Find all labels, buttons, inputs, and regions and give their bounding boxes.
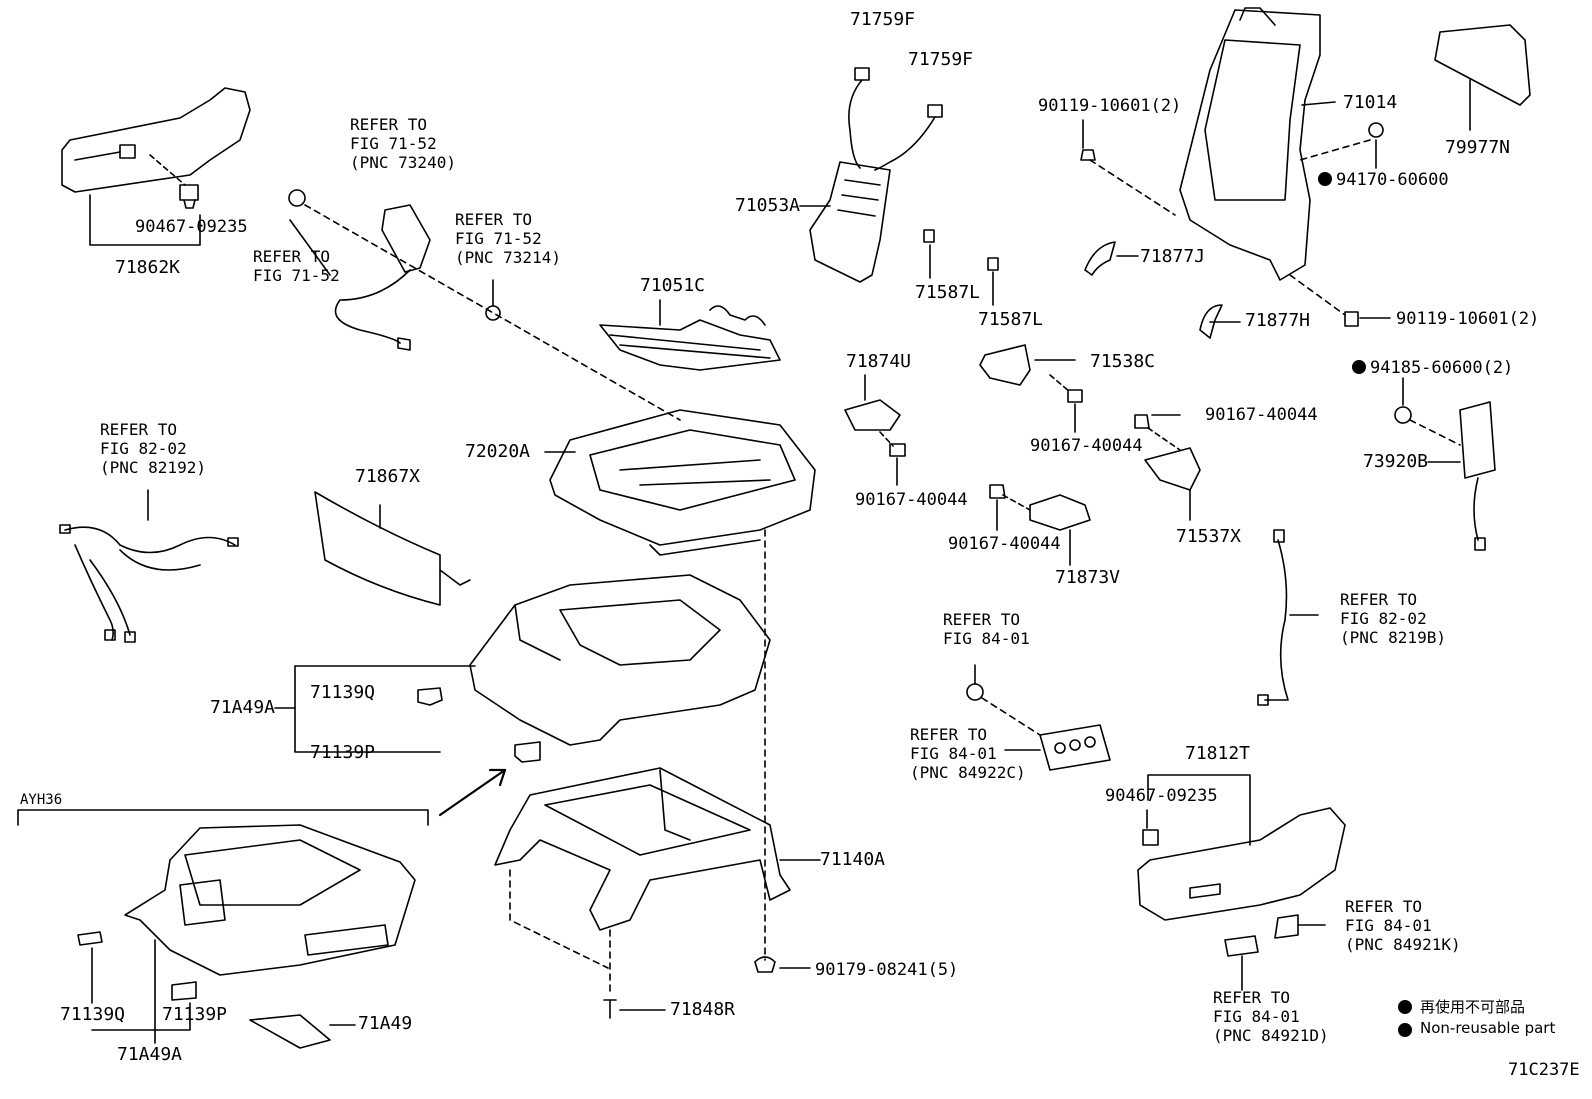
clip-90467-top [179, 184, 199, 209]
part-73920B-shape [1459, 401, 1496, 551]
label-71139Q-main: 71139Q [310, 682, 376, 703]
label-94185: 94185-60600(2) [1370, 358, 1514, 378]
part-71051C-shape [599, 305, 781, 371]
ref-note-73214: REFER TO FIG 71-52 (PNC 73214) [455, 210, 561, 267]
ref-note-84-01: REFER TO FIG 84-01 [943, 610, 1030, 648]
legend-dot-en [1398, 1023, 1412, 1037]
leader-71862K [89, 194, 201, 246]
part-cushion-shape [469, 574, 771, 746]
label-71587L-a: 71587L [915, 282, 981, 303]
label-71587L-b: 71587L [978, 309, 1044, 330]
label-71139P-main: 71139P [310, 742, 376, 763]
ref-note-73240: REFER TO FIG 71-52 (PNC 73240) [350, 115, 456, 172]
label-90167-c: 90167-40044 [855, 490, 968, 510]
label-71848R: 71848R [670, 999, 736, 1020]
label-90167-b: 90167-40044 [1030, 436, 1143, 456]
label-71873V: 71873V [1055, 567, 1121, 588]
label-71759F-a: 71759F [850, 9, 916, 30]
label-73920B: 73920B [1363, 451, 1429, 472]
label-71759F-b: 71759F [908, 49, 974, 70]
label-90467-top: 90467-09235 [135, 217, 248, 237]
part-71812T-shape [1137, 807, 1346, 921]
clip-71139P-sub [171, 981, 197, 1001]
part-72020A-shape [549, 409, 816, 556]
label-71538C: 71538C [1090, 351, 1156, 372]
legend-text-jp: 再使用不可部品 [1420, 998, 1526, 1016]
label-71537X: 71537X [1176, 526, 1242, 547]
label-90167-d: 90167-40044 [948, 534, 1061, 554]
part-71053A-shape [809, 161, 891, 283]
variant-label-ayh36: AYH36 [20, 792, 63, 808]
ref-note-84921K: REFER TO FIG 84-01 (PNC 84921K) [1345, 897, 1461, 954]
part-harness-82192-shape [59, 524, 239, 643]
part-71014-shape [1179, 7, 1321, 281]
ref-note-82192: REFER TO FIG 82-02 (PNC 82192) [100, 420, 206, 477]
legend-text-en: Non-reusable part [1420, 1019, 1556, 1037]
clip-71139P-main [514, 741, 541, 763]
label-94170: 94170-60600 [1336, 170, 1449, 190]
ref-note-84921D: REFER TO FIG 84-01 (PNC 84921D) [1213, 988, 1329, 1045]
part-71867X-shape [314, 491, 471, 606]
label-90119-top: 90119-10601(2) [1038, 96, 1182, 116]
label-90119-bot: 90119-10601(2) [1396, 309, 1540, 329]
ref-note-84922C: REFER TO FIG 84-01 (PNC 84922C) [910, 725, 1026, 782]
part-71140A-shape [494, 767, 791, 931]
nonreusable-dot-94185 [1352, 360, 1366, 374]
label-71867X: 71867X [355, 466, 421, 487]
ref-note-71-52: REFER TO FIG 71-52 [253, 247, 340, 285]
label-71139Q-sub: 71139Q [60, 1004, 126, 1025]
part-79977N-shape [1434, 24, 1531, 106]
clip-71139Q-sub [77, 931, 103, 946]
part-ayh36-cushion-shape [124, 824, 416, 976]
clip-71139Q-main [417, 687, 443, 706]
label-71A49A-sub: 71A49A [117, 1044, 183, 1065]
label-71014: 71014 [1343, 92, 1398, 113]
label-90467-bot: 90467-09235 [1105, 786, 1218, 806]
label-71051C: 71051C [640, 275, 706, 296]
part-71862K-shape [61, 87, 251, 193]
label-79977N: 79977N [1445, 137, 1511, 158]
figure-code: 71C237E [1508, 1060, 1580, 1080]
label-71139P-sub: 71139P [162, 1004, 228, 1025]
ref-note-8219B: REFER TO FIG 82-02 (PNC 8219B) [1340, 590, 1446, 647]
label-71812T: 71812T [1185, 743, 1251, 764]
label-90167-a: 90167-40044 [1205, 405, 1318, 425]
part-71A49-shape [249, 1014, 331, 1049]
label-90179: 90179-08241(5) [815, 960, 959, 980]
label-71877J: 71877J [1140, 246, 1206, 267]
label-71862K: 71862K [115, 257, 181, 278]
label-71A49: 71A49 [358, 1013, 413, 1034]
legend-dot-jp [1398, 1000, 1412, 1014]
label-71A49A-main: 71A49A [210, 697, 276, 718]
label-71874U: 71874U [846, 351, 912, 372]
part-buckle-shape [334, 204, 431, 351]
label-72020A: 72020A [465, 441, 531, 462]
label-71140A: 71140A [820, 849, 886, 870]
label-71877H: 71877H [1245, 310, 1311, 331]
label-71053A: 71053A [735, 195, 801, 216]
nonreusable-dot-94170 [1318, 172, 1332, 186]
